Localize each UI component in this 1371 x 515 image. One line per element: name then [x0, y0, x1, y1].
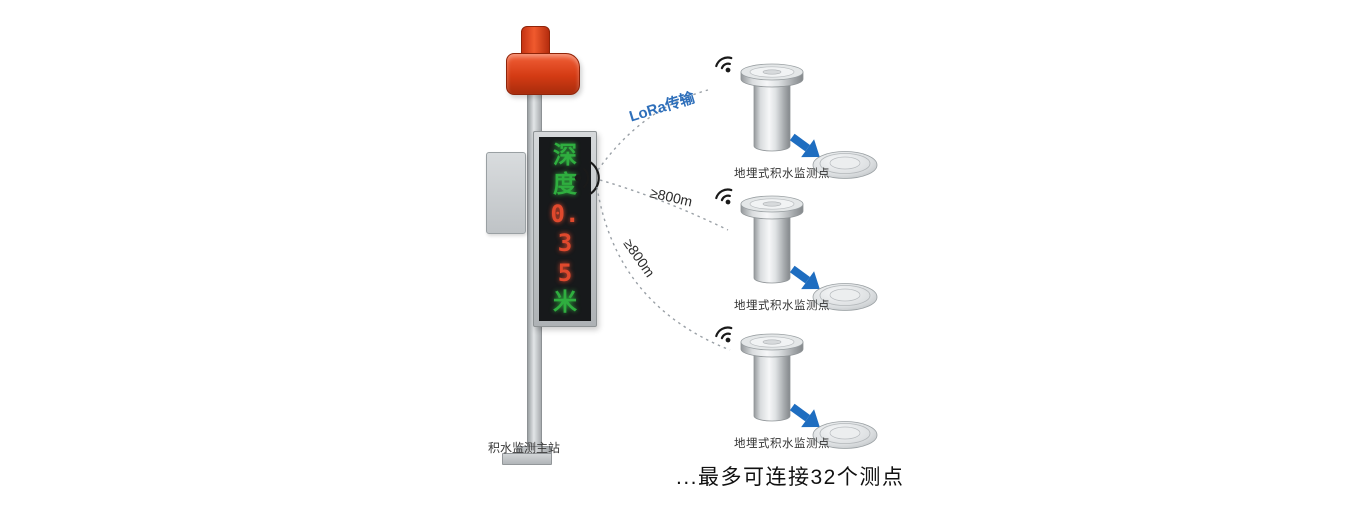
sensor-label: 地埋式积水监测点 — [734, 300, 830, 312]
led-row: 米 — [553, 287, 577, 316]
buried-sensor-unit-1: 地埋式积水监测点 — [704, 48, 894, 190]
wifi-icon — [715, 188, 733, 205]
ground-sensor-disc-icon — [812, 421, 878, 449]
led-row: 0. — [550, 199, 580, 228]
arrow-icon — [789, 403, 820, 428]
led-row: 度 — [553, 170, 577, 199]
led-screen: 深 度 0. 3 5 米 — [539, 137, 591, 321]
ground-sensor-disc-icon — [812, 151, 878, 179]
led-row: 3 — [557, 229, 573, 258]
control-box — [486, 152, 526, 234]
led-row: 5 — [557, 258, 573, 287]
range-800m-label-2: ≥800m — [620, 235, 659, 281]
buried-sensor-cylinder-icon — [740, 63, 804, 152]
wifi-icon — [715, 326, 733, 343]
station-label: 积水监测主站 — [488, 441, 561, 455]
lora-transmission-label: LoRa传输 — [627, 89, 697, 126]
station-base-plate — [502, 453, 552, 465]
wifi-icon — [715, 56, 733, 73]
range-800m-label-1: ≥800m — [648, 184, 694, 210]
buried-sensor-cylinder-icon — [740, 195, 804, 284]
arrow-icon — [789, 133, 820, 158]
ground-sensor-disc-icon — [812, 283, 878, 311]
buried-sensor-unit-2: 地埋式积水监测点 — [704, 180, 894, 322]
alarm-siren-icon — [506, 53, 580, 95]
led-display-panel: 深 度 0. 3 5 米 — [533, 131, 597, 327]
max-points-caption: ...最多可连接32个测点 — [676, 466, 905, 489]
buried-sensor-unit-3: 地埋式积水监测点 — [704, 318, 894, 460]
sensor-label: 地埋式积水监测点 — [734, 168, 830, 180]
led-row: 深 — [553, 141, 577, 169]
sensor-label: 地埋式积水监测点 — [734, 438, 830, 450]
arrow-icon — [789, 265, 820, 290]
buried-sensor-cylinder-icon — [740, 333, 804, 422]
